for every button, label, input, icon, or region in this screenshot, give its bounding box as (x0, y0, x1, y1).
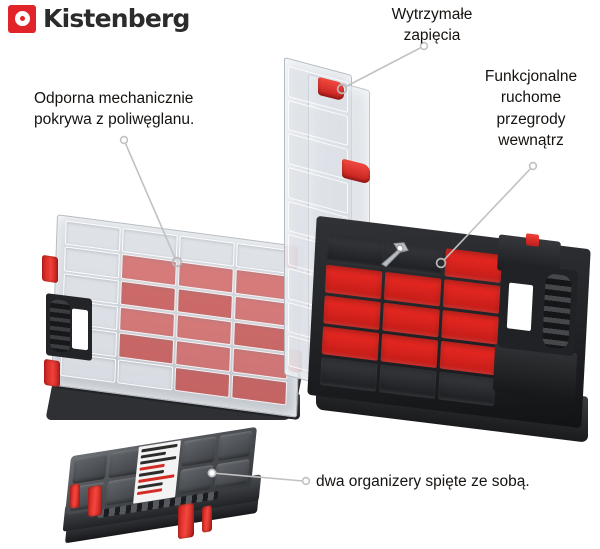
brand-logo: Kistenberg (8, 4, 190, 33)
annotation-stacked-line1: dwa organizery spięte ze sobą. (316, 473, 530, 490)
annotation-clasps-line2: zapięcia (403, 27, 461, 45)
stacked-clasp-2 (88, 484, 102, 518)
leader-dot-stacked-text (301, 476, 311, 486)
left-organizer-clasp-top-left (42, 254, 58, 284)
annotation-stacked: dwa organizery spięte ze sobą. (316, 471, 592, 492)
stacked-clasp-3 (178, 502, 194, 540)
annotation-dividers-line1: Funkcjonalne (484, 68, 578, 85)
stacked-clasp-4 (202, 505, 212, 533)
stacked-clasp-1 (70, 483, 80, 509)
stacked-product-label (133, 440, 181, 504)
right-organizer-clasp (526, 233, 539, 247)
annotation-clasps: Wytrzymałe zapięcia (368, 4, 496, 47)
annotation-dividers-line4: wewnątrz (498, 132, 564, 150)
leader-dot-lid-text (119, 135, 129, 145)
annotation-lid-line1: Odporna mechanicznie (34, 90, 194, 107)
annotation-clasps-line1: Wytrzymałe (391, 6, 473, 23)
pliers-icon (381, 242, 409, 268)
two-organizers-clipped-together (62, 426, 268, 544)
brand-name: Kistenberg (43, 4, 190, 33)
annotation-lid: Odporna mechanicznie pokrywa z poliwęgla… (34, 88, 284, 131)
leader-dot-dividers-text (528, 161, 538, 171)
annotation-dividers-line3: przegrody (496, 110, 566, 128)
left-organizer-clasp-bottom-left (44, 358, 60, 388)
annotation-dividers-line2: ruchome (500, 89, 562, 107)
left-organizer-handle (46, 293, 92, 361)
annotation-dividers: Funkcjonalne ruchome przegrody wewnątrz (468, 66, 594, 152)
closed-organizer-transparent-lid (36, 214, 306, 422)
right-organizer-handle (497, 261, 579, 357)
open-organizer-with-red-bins (307, 215, 591, 443)
left-organizer-compartments (57, 217, 295, 409)
annotation-lid-line2: pokrywa z poliwęglanu. (34, 111, 195, 129)
kistenberg-logo-icon (8, 4, 36, 33)
